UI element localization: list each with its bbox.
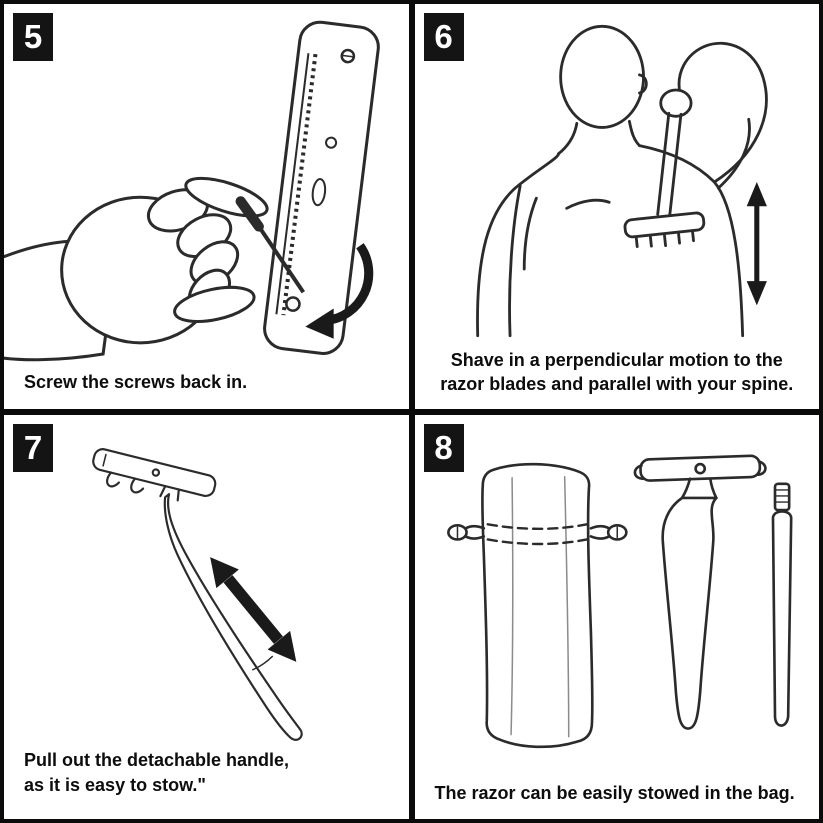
back-shaving-illustration bbox=[475, 24, 768, 338]
step-number-badge: 6 bbox=[423, 13, 464, 61]
double-arrow-icon bbox=[210, 556, 297, 662]
step-caption: Screw the screws back in. bbox=[24, 372, 248, 393]
up-down-arrow-icon bbox=[746, 182, 767, 306]
stow-in-bag-illustration bbox=[446, 453, 792, 748]
step-caption: Pull out the detachable handle, as it is… bbox=[24, 750, 290, 795]
step-caption: Shave in a perpendicular motion to the r… bbox=[440, 349, 794, 395]
panel-step-6: 6 bbox=[414, 4, 819, 409]
panel-step-5: 5 bbox=[4, 4, 409, 409]
step-number-badge: 5 bbox=[13, 13, 53, 61]
detachable-handle-illustration bbox=[92, 447, 303, 741]
panel-step-8: 8 bbox=[414, 414, 819, 819]
panel-step-7: 7 Pu bbox=[4, 414, 409, 819]
screw-back-illustration bbox=[4, 20, 380, 362]
step-number-badge: 8 bbox=[423, 423, 464, 472]
rotation-arrow-icon bbox=[305, 243, 374, 339]
step-caption: The razor can be easily stowed in the ba… bbox=[434, 782, 795, 803]
step-number-badge: 7 bbox=[13, 423, 53, 472]
